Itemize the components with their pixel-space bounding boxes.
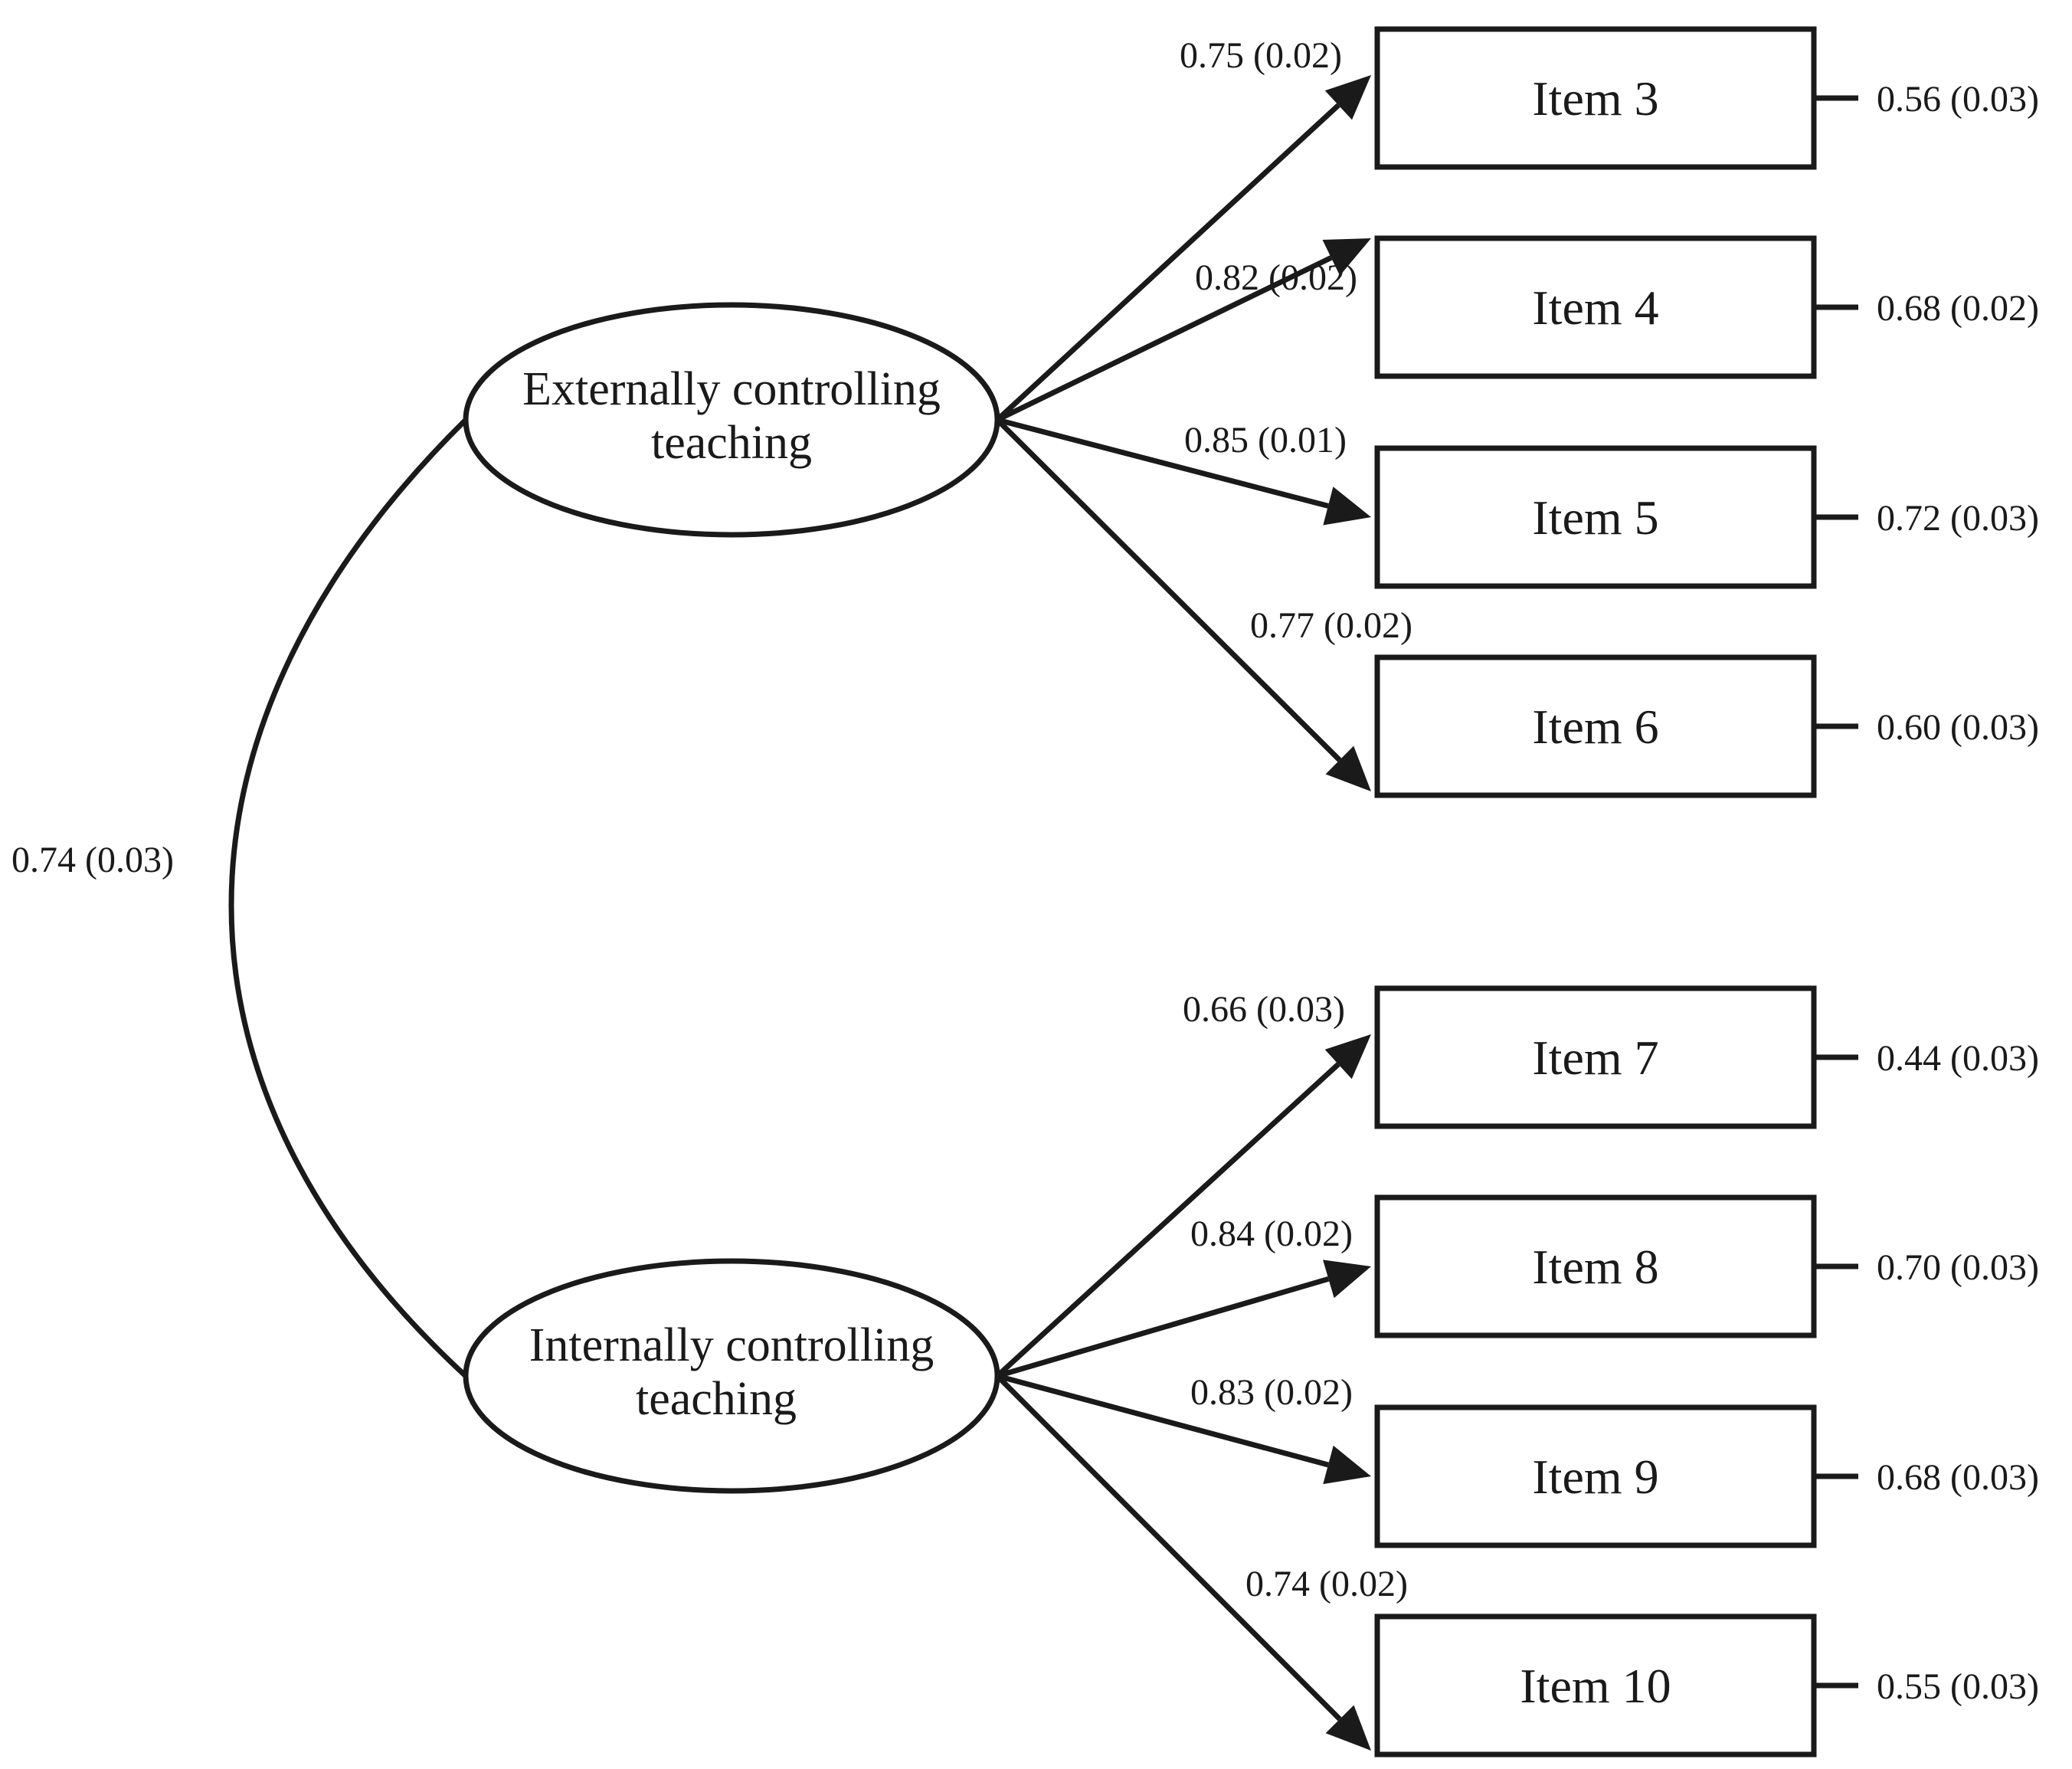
loading-label: 0.84 (0.02) [1190, 1214, 1353, 1254]
latent-label-line1: Internally controlling [529, 1319, 935, 1371]
residual-label: 0.55 (0.03) [1877, 1666, 2039, 1707]
item-label: Item 6 [1532, 699, 1658, 754]
correlation-arc [228, 418, 468, 1378]
residual-label: 0.68 (0.03) [1877, 1457, 2039, 1498]
loading-arrow-line [995, 418, 1342, 762]
arrowhead-icon [1324, 75, 1371, 120]
item-label: Item 7 [1532, 1030, 1658, 1085]
latent-label-line2: teaching [636, 1373, 797, 1425]
item-box [1374, 985, 1817, 1129]
arrowhead-icon [1323, 1260, 1371, 1299]
loading-label: 0.85 (0.01) [1184, 420, 1347, 460]
latent-factor-externally-controlling: Externally controlling teaching [463, 302, 1000, 538]
item-label: Item 9 [1532, 1450, 1658, 1504]
loading-label: 0.82 (0.02) [1195, 257, 1357, 298]
item-node: Item 8 0.70 (0.03) [1374, 1194, 2039, 1338]
correlation-label: 0.74 (0.03) [11, 840, 174, 880]
arrowhead-icon [1323, 486, 1371, 526]
loading-label: 0.66 (0.03) [1183, 989, 1345, 1030]
item-box [1374, 1404, 1817, 1548]
item-label: Item 3 [1532, 71, 1658, 126]
residual-label: 0.44 (0.03) [1877, 1038, 2039, 1079]
loading-arrow-line [997, 417, 1329, 509]
loading-label: 0.83 (0.02) [1190, 1372, 1353, 1413]
residual-label: 0.72 (0.03) [1877, 498, 2039, 539]
item-box [1374, 26, 1817, 170]
loading-arrow-line [995, 103, 1340, 422]
item-label: Item 5 [1532, 490, 1658, 545]
latent-factor-internally-controlling: Internally controlling teaching [463, 1258, 1000, 1494]
latent-label-line2: teaching [651, 417, 812, 469]
loading-label: 0.74 (0.02) [1245, 1564, 1408, 1604]
loading-arrow-line [996, 255, 1333, 423]
item-node: Item 6 0.60 (0.03) [1374, 654, 2039, 798]
item-box [1374, 445, 1817, 589]
arrowhead-icon [1325, 1705, 1371, 1751]
arrowhead-icon [1324, 1034, 1371, 1079]
item-node: Item 5 0.72 (0.03) [1374, 445, 2039, 589]
arrowhead-icon [1325, 745, 1371, 791]
item-label: Item 10 [1520, 1659, 1671, 1713]
residual-label: 0.60 (0.03) [1877, 707, 2039, 748]
loading-arrow-line [995, 1374, 1342, 1721]
latent-label-line1: Externally controlling [522, 363, 941, 415]
residual-label: 0.56 (0.03) [1877, 79, 2039, 120]
item-node: Item 7 0.44 (0.03) [1374, 985, 2039, 1129]
loading-arrow-line [997, 1373, 1329, 1468]
item-label: Item 8 [1532, 1240, 1658, 1294]
loading-label: 0.75 (0.02) [1180, 35, 1342, 76]
indicator-items: Item 3 0.56 (0.03) Item 4 0.68 (0.02) Item 5… [1374, 26, 2039, 1758]
item-label: Item 4 [1532, 280, 1658, 335]
item-node: Item 3 0.56 (0.03) [1374, 26, 2039, 170]
loading-label: 0.77 (0.02) [1250, 605, 1412, 646]
arrowhead-icon [1322, 238, 1371, 276]
arrowhead-icon [1323, 1445, 1371, 1485]
item-box [1374, 654, 1817, 798]
item-box [1374, 1613, 1817, 1758]
item-node: Item 4 0.68 (0.02) [1374, 235, 2039, 379]
item-node: Item 9 0.68 (0.03) [1374, 1404, 2039, 1548]
loading-paths: 0.75 (0.02) 0.82 (0.02) 0.85 (0.01) 0.77 (0… [995, 35, 1412, 1751]
loading-arrow-line [997, 1276, 1330, 1379]
item-node: Item 10 0.55 (0.03) [1374, 1613, 2039, 1758]
residual-label: 0.68 (0.02) [1877, 288, 2039, 329]
residual-label: 0.70 (0.03) [1877, 1247, 2039, 1288]
loading-arrow-line [995, 1062, 1340, 1378]
